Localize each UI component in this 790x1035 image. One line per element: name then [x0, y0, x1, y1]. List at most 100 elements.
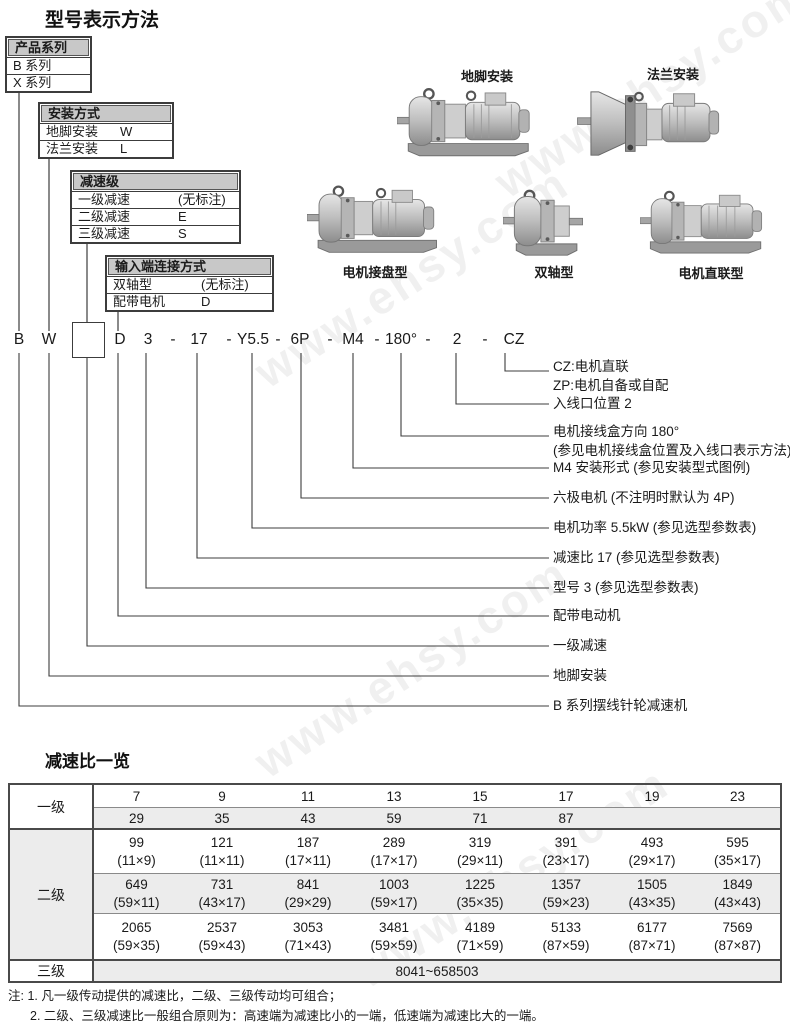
model-code-segment: W — [41, 331, 57, 348]
ratio-cell: 13 — [386, 788, 402, 804]
legend-box-4: 输入端连接方式双轴型 (无标注) 配带电机 D — [105, 255, 274, 312]
ratio-cell: 7569(87×87) — [695, 913, 781, 960]
ratio-cell: 289(17×17) — [351, 828, 437, 874]
model-code-empty-box — [72, 322, 105, 358]
ratio-cell: 1003(59×17) — [351, 873, 437, 914]
model-code-segment: 180° — [384, 331, 418, 348]
legend-box-row: 一级减速(无标注) — [72, 191, 239, 208]
model-code-segment: - — [170, 331, 176, 348]
legend-row-code: L — [120, 141, 128, 156]
ratio-cell: 19 — [644, 788, 660, 804]
annotation-9: 配带电动机 — [553, 606, 621, 625]
legend-box-header: 输入端连接方式 — [108, 258, 271, 275]
annotation-10: 一级减速 — [553, 636, 607, 655]
legend-row-code: S — [178, 226, 187, 241]
annotation-line: 型号 3 (参见选型参数表) — [553, 580, 699, 595]
model-code-segment: Y5.5 — [237, 331, 269, 348]
annotation-6: 电机功率 5.5kW (参见选型参数表) — [553, 518, 756, 537]
ratio-cell: 121(11×11) — [179, 828, 265, 874]
motor-direct-type-label: 电机直联型 — [678, 266, 744, 281]
ratio-cell: 595(35×17) — [695, 828, 781, 874]
note-item-1: 1. 凡一级传动提供的减速比，二级、三级传动均可组合； — [27, 989, 342, 1003]
model-code-segment: - — [275, 331, 281, 348]
model-code-segment: - — [482, 331, 488, 348]
foot-mount-image — [397, 88, 530, 157]
ratio-cell: 59 — [351, 807, 437, 829]
annotation-line: CZ:电机直联 — [553, 359, 629, 374]
legend-box-row: 双轴型 (无标注) — [107, 276, 272, 293]
ratio-cell: 1357(59×23) — [523, 873, 609, 914]
annotation-line: 配带电动机 — [553, 608, 621, 623]
notes: 注: 1. 凡一级传动提供的减速比，二级、三级传动均可组合； 2. 二级、三级减… — [8, 986, 544, 1026]
ratio-cell: 3481(59×59) — [351, 913, 437, 960]
foot-mount-label: 地脚安装 — [460, 69, 514, 84]
legend-box-header: 安装方式 — [41, 105, 171, 122]
annotation-line: M4 安装形式 (参见安装型式图例) — [553, 460, 751, 475]
annotation-2: 入线口位置 2 — [553, 394, 632, 413]
ratio-cell: 11 — [300, 788, 315, 804]
page-title: 型号表示方法 — [45, 10, 160, 31]
double-shaft-type-image — [503, 189, 583, 256]
motor-direct-type-image — [640, 190, 763, 254]
legend-row-code: (无标注) — [201, 277, 249, 292]
ratio-cell: 2065(59×35) — [93, 913, 179, 960]
ratio-cell: 391(23×17) — [523, 828, 609, 874]
legend-row-label: X 系列 — [13, 75, 52, 90]
model-code-segment: - — [327, 331, 333, 348]
legend-row-code: E — [178, 209, 187, 224]
ratio-cell — [695, 807, 781, 829]
ratio-cell: 8041~658503 — [93, 959, 781, 982]
model-code-segment: D — [114, 331, 126, 348]
legend-row-code: D — [201, 294, 211, 309]
legend-row-label: 配带电机 — [113, 294, 166, 309]
legend-row-code: (无标注) — [178, 192, 226, 207]
ratio-cell: 9 — [218, 788, 226, 804]
note-line-2: 2. 二级、三级减速比一般组合原则为：高速端为减速比小的一端，低速端为减速比大的… — [8, 1006, 544, 1026]
ratio-group-header: 一级 — [9, 784, 94, 829]
legend-row-label: 双轴型 — [113, 277, 153, 292]
ratio-cell — [609, 807, 695, 829]
annotation-line: 一级减速 — [553, 638, 607, 653]
ratio-cell: 7 — [132, 788, 141, 804]
annotation-3: 电机接线盒方向 180° (参见电机接线盒位置及入线口表示方法) — [553, 422, 790, 460]
note-item-2: 2. 二级、三级减速比一般组合原则为：高速端为减速比小的一端，低速端为减速比大的… — [30, 1009, 544, 1023]
annotation-7: 减速比 17 (参见选型参数表) — [553, 548, 720, 567]
flange-mount-image — [577, 91, 720, 156]
ratio-table-title: 减速比一览 — [45, 752, 130, 771]
ratio-cell: 23 — [729, 788, 746, 804]
model-code-segment: 2 — [452, 331, 462, 348]
diagram-lines — [18, 85, 549, 707]
annotation-line: 地脚安装 — [553, 668, 607, 683]
legend-row-label: 地脚安装 — [46, 124, 99, 139]
note-line-1: 注: 1. 凡一级传动提供的减速比，二级、三级传动均可组合； — [8, 986, 544, 1006]
model-code-segment: - — [226, 331, 232, 348]
note-prefix: 注: — [8, 989, 24, 1003]
ratio-group-header: 三级 — [9, 959, 94, 982]
ratio-cell: 99(11×9) — [93, 828, 179, 874]
flange-mount-label: 法兰安装 — [646, 67, 700, 82]
ratio-cell: 43 — [265, 807, 351, 829]
annotation-line: 电机接线盒方向 180° — [553, 424, 680, 439]
annotation-line: (参见电机接线盒位置及入线口表示方法) — [553, 443, 790, 458]
model-code-segment: M4 — [342, 331, 364, 348]
motor-disc-type-label: 电机接盘型 — [342, 265, 408, 280]
annotation-line: 减速比 17 (参见选型参数表) — [553, 550, 720, 565]
ratio-cell: 35 — [179, 807, 265, 829]
ratio-cell: 649(59×11) — [93, 873, 179, 914]
ratio-cell: 1849(43×43) — [695, 873, 781, 914]
motor-disc-type-image — [307, 185, 437, 253]
model-code-segment: B — [13, 331, 25, 348]
annotation-5: 六极电机 (不注明时默认为 4P) — [553, 488, 735, 507]
legend-box-row: 配带电机 D — [107, 293, 272, 310]
legend-box-header: 减速级 — [73, 173, 238, 190]
ratio-cell: 841(29×29) — [265, 873, 351, 914]
ratio-cell: 319(29×11) — [437, 828, 523, 874]
